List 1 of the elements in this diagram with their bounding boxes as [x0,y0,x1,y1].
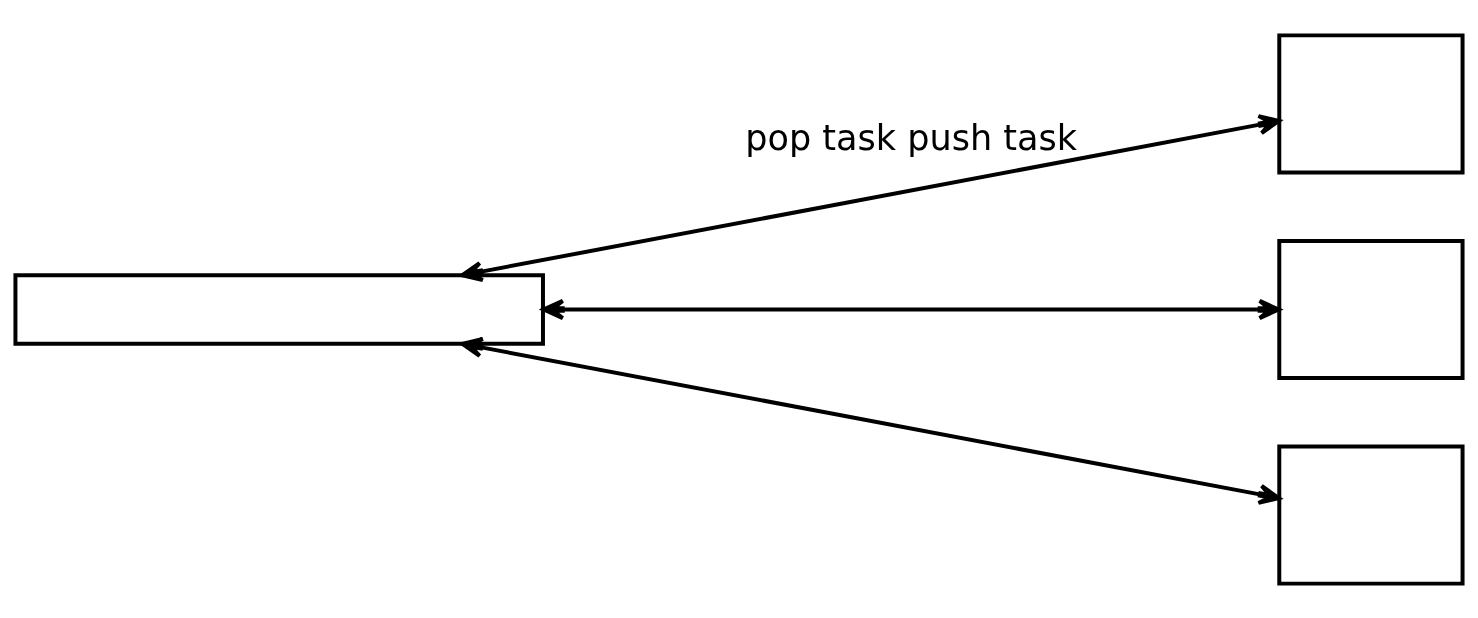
edge-label: pop task push task [745,115,1078,157]
